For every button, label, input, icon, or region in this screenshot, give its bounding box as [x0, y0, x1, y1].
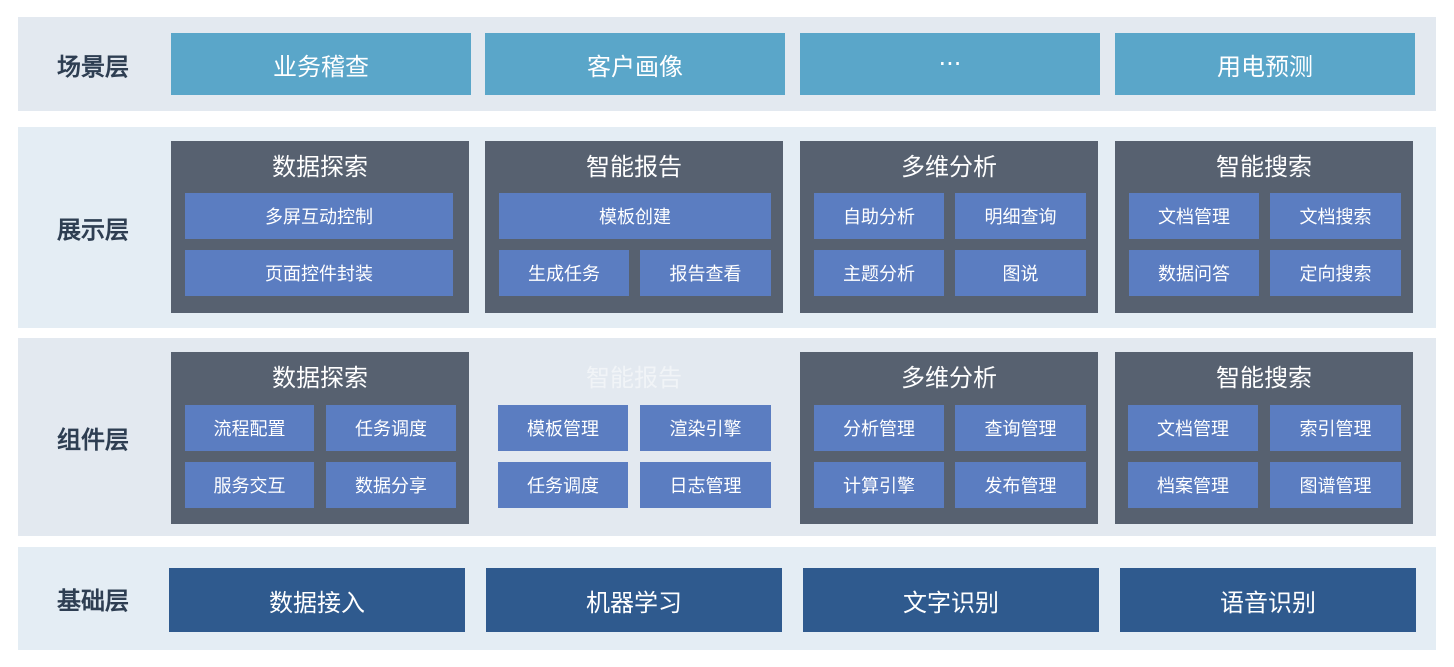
- display-panel-data-exploration: 数据探索 多屏互动控制 页面控件封装: [171, 141, 469, 313]
- component-item: 档案管理: [1128, 462, 1258, 508]
- scene-item-ellipsis: ···: [800, 33, 1100, 95]
- component-item: 日志管理: [640, 462, 771, 508]
- component-panel-data-exploration: 数据探索 流程配置 任务调度 服务交互 数据分享: [171, 352, 469, 524]
- scene-item-business-audit: 业务稽查: [171, 33, 471, 95]
- component-item: 任务调度: [498, 462, 628, 508]
- panel-title: 数据探索: [272, 152, 368, 181]
- component-item: 任务调度: [326, 405, 456, 451]
- component-item: 数据分享: [326, 462, 456, 508]
- panel-title: 智能搜索: [1216, 363, 1312, 392]
- base-layer: 基础层 数据接入 机器学习 文字识别 语音识别: [18, 547, 1436, 650]
- panel-title: 数据探索: [272, 363, 368, 392]
- scene-layer: 场景层 业务稽查 客户画像 ··· 用电预测: [18, 17, 1436, 111]
- component-item: 分析管理: [814, 405, 944, 451]
- component-panel-multidim-analysis: 多维分析 分析管理 查询管理 计算引擎 发布管理: [800, 352, 1098, 524]
- component-item: 查询管理: [955, 405, 1086, 451]
- display-item: 页面控件封装: [185, 250, 453, 296]
- display-item: 主题分析: [814, 250, 944, 296]
- component-item: 流程配置: [185, 405, 314, 451]
- display-item: 模板创建: [499, 193, 771, 239]
- base-item-machine-learning: 机器学习: [486, 568, 782, 632]
- component-layer-label: 组件层: [57, 425, 129, 454]
- display-item: 数据问答: [1129, 250, 1259, 296]
- panel-title: 多维分析: [901, 363, 997, 392]
- component-item: 计算引擎: [814, 462, 944, 508]
- base-item-data-ingest: 数据接入: [169, 568, 465, 632]
- component-layer: 组件层 数据探索 流程配置 任务调度 服务交互 数据分享 智能报告 模板管理 渲…: [18, 338, 1436, 536]
- component-item: 模板管理: [498, 405, 628, 451]
- component-item: 渲染引擎: [640, 405, 771, 451]
- display-panel-smart-search: 智能搜索 文档管理 文档搜索 数据问答 定向搜索: [1115, 141, 1413, 313]
- component-panel-smart-report: 智能报告 模板管理 渲染引擎 任务调度 日志管理: [485, 352, 783, 524]
- scene-item-power-forecast: 用电预测: [1115, 33, 1415, 95]
- display-item: 文档管理: [1129, 193, 1259, 239]
- base-layer-label: 基础层: [57, 587, 129, 615]
- component-item: 文档管理: [1128, 405, 1258, 451]
- component-panel-smart-search: 智能搜索 文档管理 索引管理 档案管理 图谱管理: [1115, 352, 1413, 524]
- display-item: 报告查看: [640, 250, 771, 296]
- display-item: 文档搜索: [1270, 193, 1401, 239]
- component-item: 服务交互: [185, 462, 314, 508]
- display-panel-multidim-analysis: 多维分析 自助分析 明细查询 主题分析 图说: [800, 141, 1098, 313]
- panel-title: 智能报告: [586, 152, 682, 181]
- panel-title: 多维分析: [901, 152, 997, 181]
- display-item: 自助分析: [814, 193, 944, 239]
- display-item: 多屏互动控制: [185, 193, 453, 239]
- panel-title: 智能搜索: [1216, 152, 1312, 181]
- display-item: 明细查询: [955, 193, 1086, 239]
- component-item: 发布管理: [955, 462, 1086, 508]
- scene-layer-label: 场景层: [57, 52, 129, 81]
- display-item: 图说: [955, 250, 1086, 296]
- display-panel-smart-report: 智能报告 模板创建 生成任务 报告查看: [485, 141, 783, 313]
- base-item-speech-recognition: 语音识别: [1120, 568, 1416, 632]
- display-item: 定向搜索: [1270, 250, 1401, 296]
- display-item: 生成任务: [499, 250, 629, 296]
- base-item-ocr: 文字识别: [803, 568, 1099, 632]
- display-layer-label: 展示层: [57, 216, 129, 244]
- scene-item-customer-profile: 客户画像: [485, 33, 785, 95]
- display-layer: 展示层 数据探索 多屏互动控制 页面控件封装 智能报告 模板创建 生成任务 报告…: [18, 127, 1436, 328]
- panel-title: 智能报告: [586, 363, 682, 392]
- component-item: 图谱管理: [1270, 462, 1401, 508]
- component-item: 索引管理: [1270, 405, 1401, 451]
